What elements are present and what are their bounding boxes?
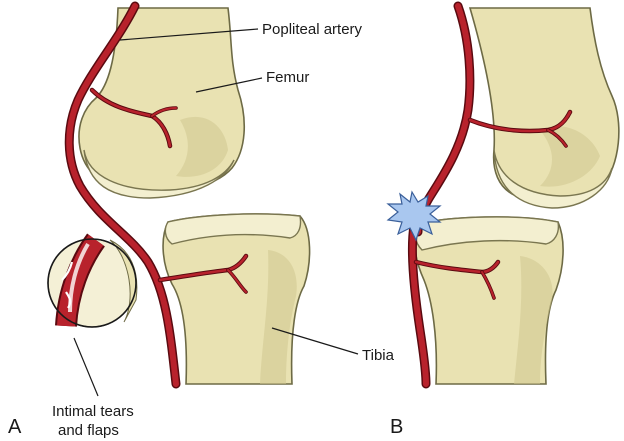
intimal-flaps-label: and flaps: [58, 422, 119, 439]
intimal-tear-leader: [74, 338, 98, 396]
panel-b: [388, 6, 619, 384]
panel-a-label: A: [8, 416, 22, 438]
intimal-tear-inset: [48, 239, 137, 327]
popliteal-artery-label: Popliteal artery: [262, 21, 363, 38]
femur-label: Femur: [266, 69, 309, 86]
panel-b-label: B: [390, 416, 403, 438]
intimal-tears-label: Intimal tears: [52, 403, 134, 420]
tibia-label: Tibia: [362, 347, 395, 364]
tibia-b: [415, 217, 563, 384]
panel-a: [48, 6, 310, 384]
tibia-a: [163, 214, 310, 384]
femur-b: [470, 8, 619, 208]
